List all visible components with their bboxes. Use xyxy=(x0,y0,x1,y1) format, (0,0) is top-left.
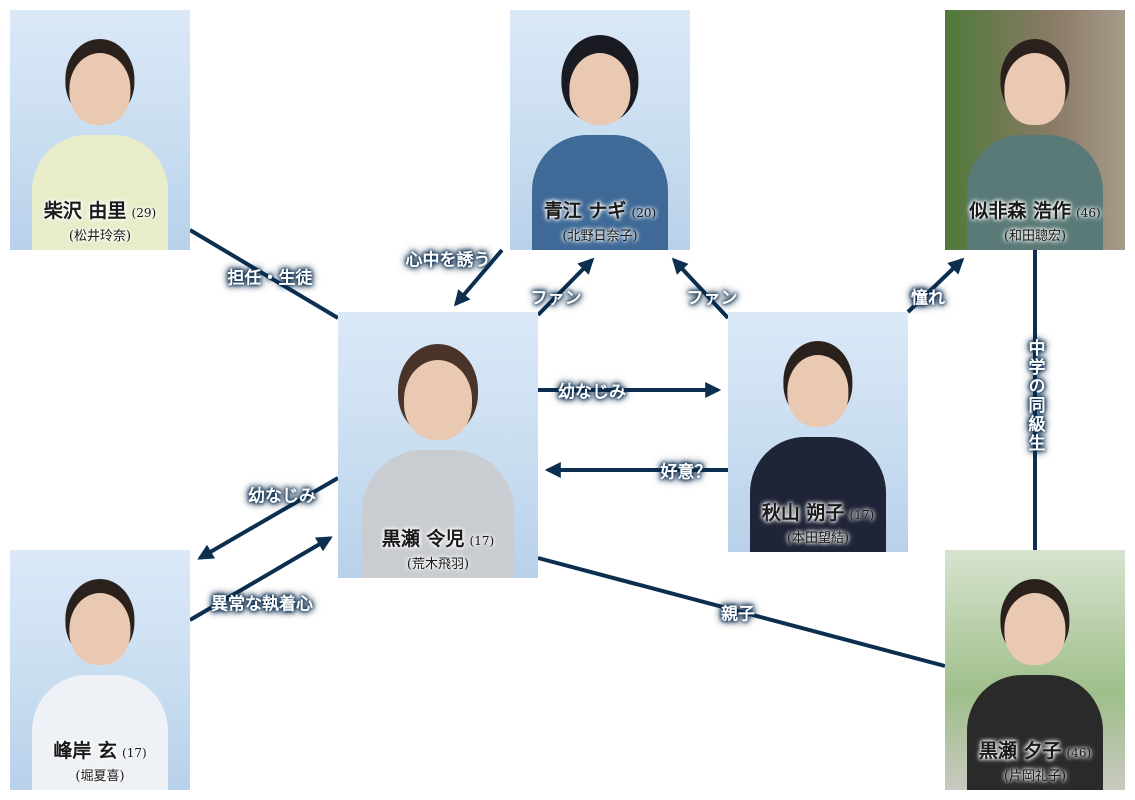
card-yuko: 黒瀬 夕子 (46) (片岡礼子) xyxy=(945,550,1125,790)
name: 柴沢 由里 xyxy=(43,200,127,222)
label-like: 好意？ xyxy=(660,462,712,483)
name: 黒瀬 令児 xyxy=(381,528,465,550)
actor: (堀夏喜) xyxy=(75,769,125,784)
age: (17) xyxy=(469,534,495,548)
name: 秋山 朔子 xyxy=(761,502,845,524)
card-nihimori: 似非森 浩作 (46) (和田聰宏) xyxy=(945,10,1125,250)
name: 似非森 浩作 xyxy=(969,200,1071,222)
age: (46) xyxy=(1076,206,1101,220)
label-classmate: 中学の同級生 xyxy=(1024,339,1045,453)
age: (17) xyxy=(849,508,875,522)
label-childhood1: 幼なじみ xyxy=(558,382,626,403)
arrow-fan1 xyxy=(536,257,595,317)
label-teacher: 担任・生徒 xyxy=(227,268,313,289)
arrow-suicide xyxy=(453,248,504,307)
actor: (片岡礼子) xyxy=(1003,769,1067,784)
actor: (和田聰宏) xyxy=(1003,229,1067,244)
actor: (荒木飛羽) xyxy=(406,557,470,572)
label-fan1: ファン xyxy=(530,288,582,309)
card-shibasawa: 柴沢 由里 (29) (松井玲奈) xyxy=(10,10,190,250)
age: (29) xyxy=(131,206,157,220)
actor: (松井玲奈) xyxy=(68,229,132,244)
card-akiyama: 秋山 朔子 (17) (本田望結) xyxy=(728,312,908,552)
label-admire: 憧れ xyxy=(911,288,945,309)
card-aoe: 青江 ナギ (20) (北野日奈子) xyxy=(510,10,690,250)
line-parent xyxy=(537,556,946,668)
age: (17) xyxy=(122,746,147,760)
label-parent: 親子 xyxy=(721,604,755,625)
name: 峰岸 玄 xyxy=(53,740,117,762)
arrow-childhood2 xyxy=(197,476,340,560)
card-reiji: 黒瀬 令児 (17) (荒木飛羽) xyxy=(338,312,538,578)
arrow-obsession xyxy=(188,536,333,622)
name: 黒瀬 夕子 xyxy=(978,740,1062,762)
arrow-admire xyxy=(906,257,965,314)
age: (46) xyxy=(1066,746,1092,760)
age: (20) xyxy=(631,206,657,220)
label-childhood2: 幼なじみ xyxy=(248,486,316,507)
label-suicide: 心中を誘う xyxy=(405,250,491,271)
arrow-fan2 xyxy=(671,257,730,320)
label-obsession: 異常な執着心 xyxy=(211,594,313,615)
name: 青江 ナギ xyxy=(543,200,627,222)
label-fan2: ファン xyxy=(686,288,738,309)
card-minegishi: 峰岸 玄 (17) (堀夏喜) xyxy=(10,550,190,790)
actor: (本田望結) xyxy=(786,531,850,546)
actor: (北野日奈子) xyxy=(562,229,638,244)
line-teacher xyxy=(188,228,340,320)
